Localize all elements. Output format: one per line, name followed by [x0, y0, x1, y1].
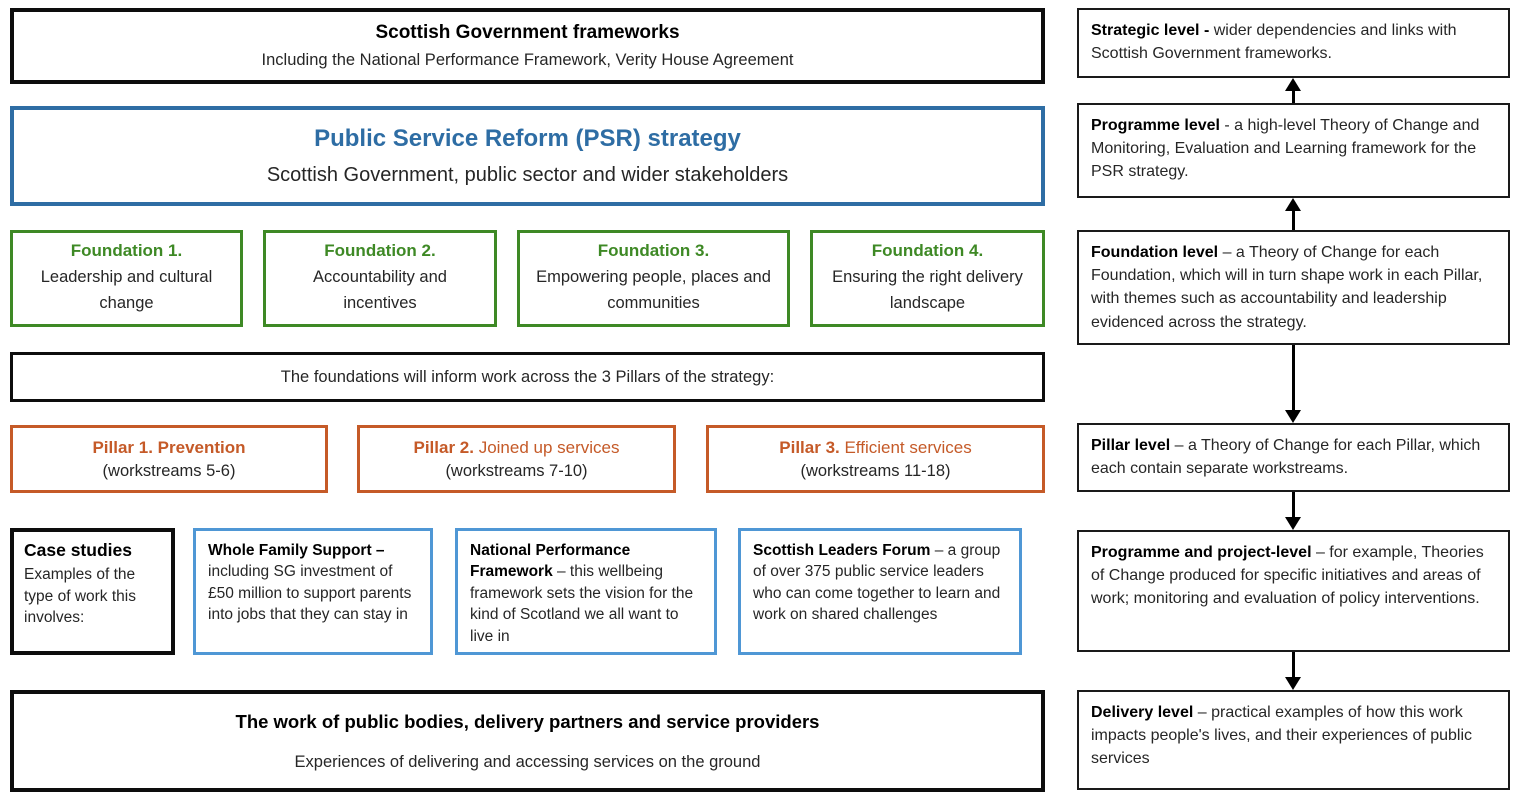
pillar-3-workstreams: (workstreams 11-18)	[800, 461, 951, 480]
foundation-3-body: Empowering people, places and communitie…	[536, 267, 771, 312]
foundation-4-title: Foundation 4.	[871, 240, 984, 260]
pillar-1-workstreams: (workstreams 5-6)	[102, 461, 236, 480]
foundations-inform-text: The foundations will inform work across …	[280, 367, 775, 386]
frameworks-subtitle: Including the National Performance Frame…	[261, 51, 794, 69]
public-bodies-title: The work of public bodies, delivery part…	[235, 710, 820, 732]
arrow-down-icon	[1285, 652, 1301, 690]
psr-strategy-box: Public Service Reform (PSR) strategy Sco…	[10, 106, 1045, 206]
case-studies-title: Case studies	[24, 540, 132, 560]
case-studies-body: Examples of the type of work this involv…	[24, 566, 136, 627]
foundation-3-title: Foundation 3.	[597, 240, 710, 260]
programme-level-box: Programme level - a high-level Theory of…	[1077, 103, 1510, 198]
foundation-4-body: Ensuring the right delivery landscape	[832, 267, 1023, 312]
programme-project-level-box: Programme and project-level – for exampl…	[1077, 530, 1510, 652]
pillar-1-box: Pillar 1. Prevention (workstreams 5-6)	[10, 425, 328, 493]
foundation-level-box: Foundation level – a Theory of Change fo…	[1077, 230, 1510, 345]
foundation-3-box: Foundation 3. Empowering people, places …	[517, 230, 790, 327]
case-study-national-performance-framework: National Performance Framework – this we…	[455, 528, 717, 655]
delivery-level-box: Delivery level – practical examples of h…	[1077, 690, 1510, 790]
foundation-2-body: Accountability and incentives	[313, 267, 447, 312]
case-studies-label-box: Case studies Examples of the type of wor…	[10, 528, 175, 655]
foundation-2-title: Foundation 2.	[324, 240, 436, 260]
pillar-2-workstreams: (workstreams 7-10)	[445, 461, 588, 480]
foundation-4-box: Foundation 4. Ensuring the right deliver…	[810, 230, 1045, 327]
foundation-1-box: Foundation 1. Leadership and cultural ch…	[10, 230, 243, 327]
pillar-1-title: Pillar 1. Prevention	[92, 437, 246, 457]
case-study-scottish-leaders-forum: Scottish Leaders Forum – a group of over…	[738, 528, 1022, 655]
psr-strategy-subtitle: Scottish Government, public sector and w…	[266, 164, 789, 186]
foundations-inform-strip: The foundations will inform work across …	[10, 352, 1045, 402]
case-study-text: Scottish Leaders Forum – a group of over…	[753, 542, 1001, 624]
psr-strategy-title: Public Service Reform (PSR) strategy	[314, 125, 741, 152]
foundation-1-body: Leadership and cultural change	[40, 267, 213, 312]
public-bodies-subtitle: Experiences of delivering and accessing …	[294, 752, 761, 771]
frameworks-title: Scottish Government frameworks	[375, 22, 680, 43]
pillar-3-box: Pillar 3. Efficient services (workstream…	[706, 425, 1045, 493]
frameworks-box: Scottish Government frameworks Including…	[10, 8, 1045, 84]
strategic-level-box: Strategic level - wider dependencies and…	[1077, 8, 1510, 78]
public-bodies-box: The work of public bodies, delivery part…	[10, 690, 1045, 792]
pillar-level-box: Pillar level – a Theory of Change for ea…	[1077, 423, 1510, 492]
case-study-text: National Performance Framework – this we…	[470, 542, 694, 645]
arrow-up-icon	[1285, 78, 1301, 103]
pillar-2-title: Pillar 2. Joined up services	[413, 437, 620, 457]
pillar-3-title: Pillar 3. Efficient services	[779, 437, 972, 457]
foundation-1-title: Foundation 1.	[70, 240, 183, 260]
arrow-up-icon	[1285, 198, 1301, 230]
arrow-down-icon	[1285, 492, 1301, 530]
foundation-2-box: Foundation 2. Accountability and incenti…	[263, 230, 497, 327]
case-study-whole-family-support: Whole Family Support – including SG inve…	[193, 528, 433, 655]
arrow-down-icon	[1285, 345, 1301, 423]
pillar-2-box: Pillar 2. Joined up services (workstream…	[357, 425, 676, 493]
case-study-text: Whole Family Support – including SG inve…	[208, 542, 412, 624]
